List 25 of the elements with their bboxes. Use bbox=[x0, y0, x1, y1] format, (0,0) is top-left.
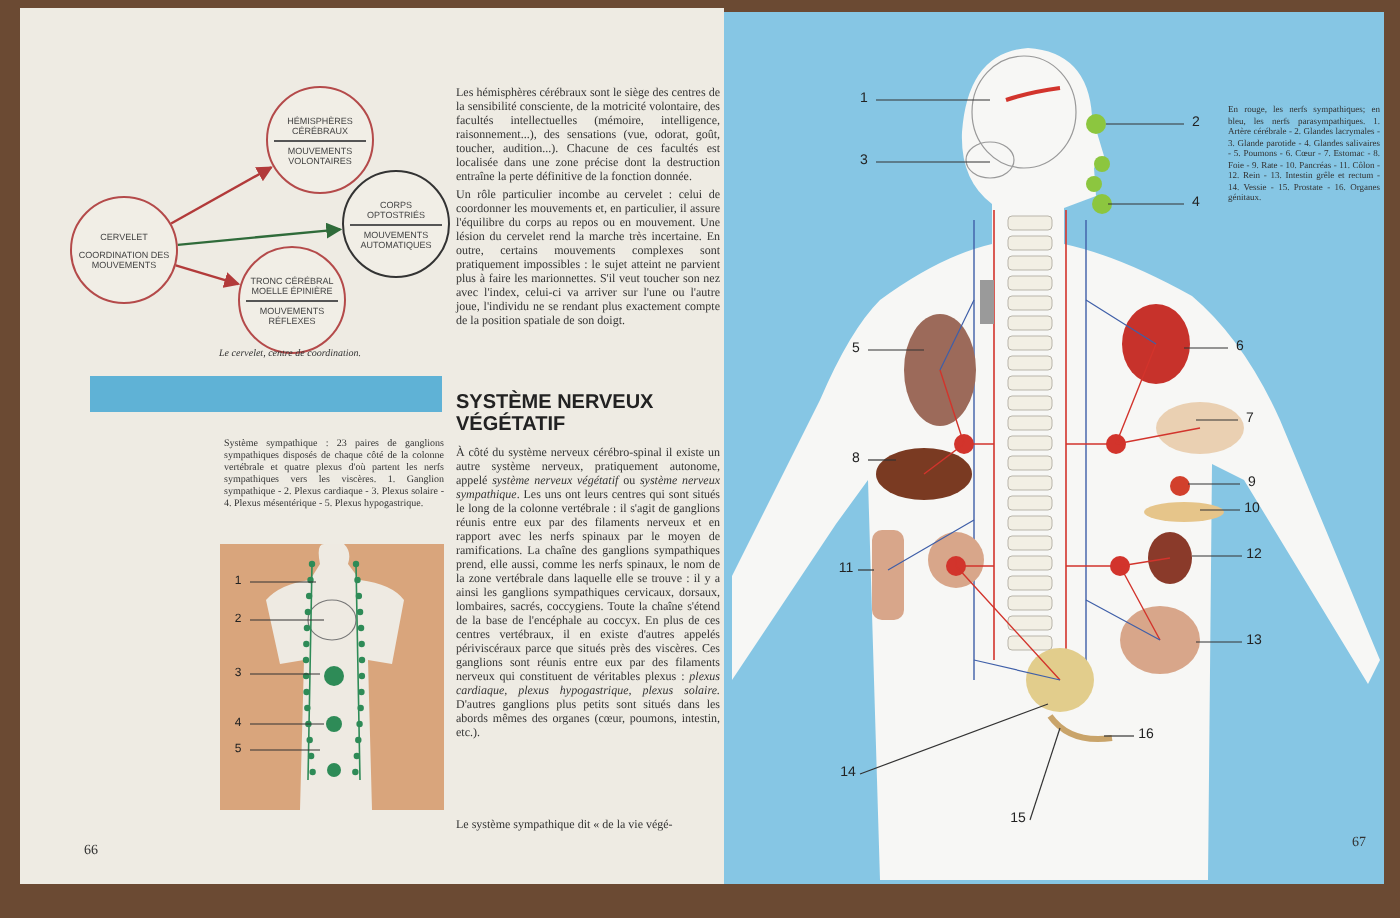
arrow bbox=[177, 222, 343, 247]
leader-line bbox=[1103, 735, 1135, 737]
leader-line bbox=[857, 569, 875, 571]
section-heading: SYSTÈME NERVEUX VÉGÉTATIF bbox=[456, 392, 656, 436]
leader-line bbox=[1195, 419, 1239, 421]
leader-line bbox=[249, 581, 317, 583]
leader-line bbox=[1107, 203, 1185, 205]
leader-line bbox=[867, 349, 925, 351]
leader-line bbox=[875, 161, 991, 163]
leader-line bbox=[249, 749, 321, 751]
leader-line bbox=[1183, 347, 1229, 349]
leader-line bbox=[249, 673, 321, 675]
leader-line bbox=[867, 459, 897, 461]
arrow bbox=[175, 264, 241, 288]
leader-line bbox=[1191, 555, 1243, 557]
leader-line bbox=[1029, 727, 1061, 821]
leader-line bbox=[1187, 483, 1241, 485]
leader-line bbox=[1195, 641, 1243, 643]
leader-line bbox=[875, 99, 991, 101]
leader-line bbox=[1199, 509, 1241, 511]
leader-line bbox=[1105, 123, 1185, 125]
arrow bbox=[170, 166, 273, 225]
leader-line bbox=[249, 723, 325, 725]
leader-line bbox=[249, 619, 325, 621]
color-band bbox=[90, 376, 442, 412]
